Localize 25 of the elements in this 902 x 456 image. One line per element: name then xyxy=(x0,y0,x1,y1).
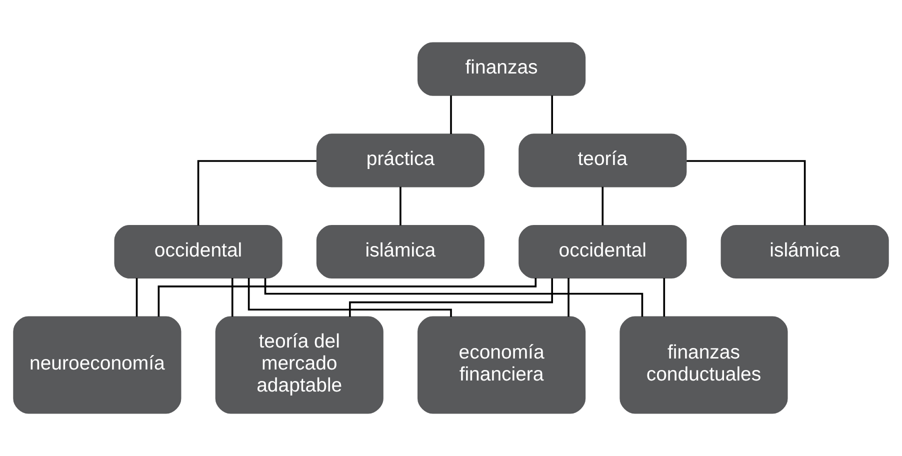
connector xyxy=(231,278,234,317)
connector xyxy=(158,278,537,317)
connector xyxy=(663,278,666,317)
connector xyxy=(400,186,402,226)
connector xyxy=(450,95,452,134)
connector xyxy=(136,278,138,317)
node-box: teoría del mercado adaptable xyxy=(215,316,384,414)
connector xyxy=(568,278,570,317)
connector xyxy=(602,186,604,226)
node-box: neuroeconomía xyxy=(13,316,182,414)
node-box: teoría xyxy=(518,134,687,188)
node-box: occidental xyxy=(114,224,282,279)
connector xyxy=(551,95,553,134)
connector xyxy=(248,278,452,317)
node-box: islámica xyxy=(720,224,889,279)
connector xyxy=(686,160,806,226)
node-box: islámica xyxy=(316,224,484,279)
node-box: occidental xyxy=(518,224,687,279)
node-box: finanzas xyxy=(418,42,586,96)
node-box: economía financiera xyxy=(418,316,586,414)
connector xyxy=(349,278,553,317)
connector xyxy=(197,160,316,226)
node-box: finanzas conductuales xyxy=(620,316,788,414)
connector xyxy=(264,278,644,317)
node-box: práctica xyxy=(316,134,484,188)
